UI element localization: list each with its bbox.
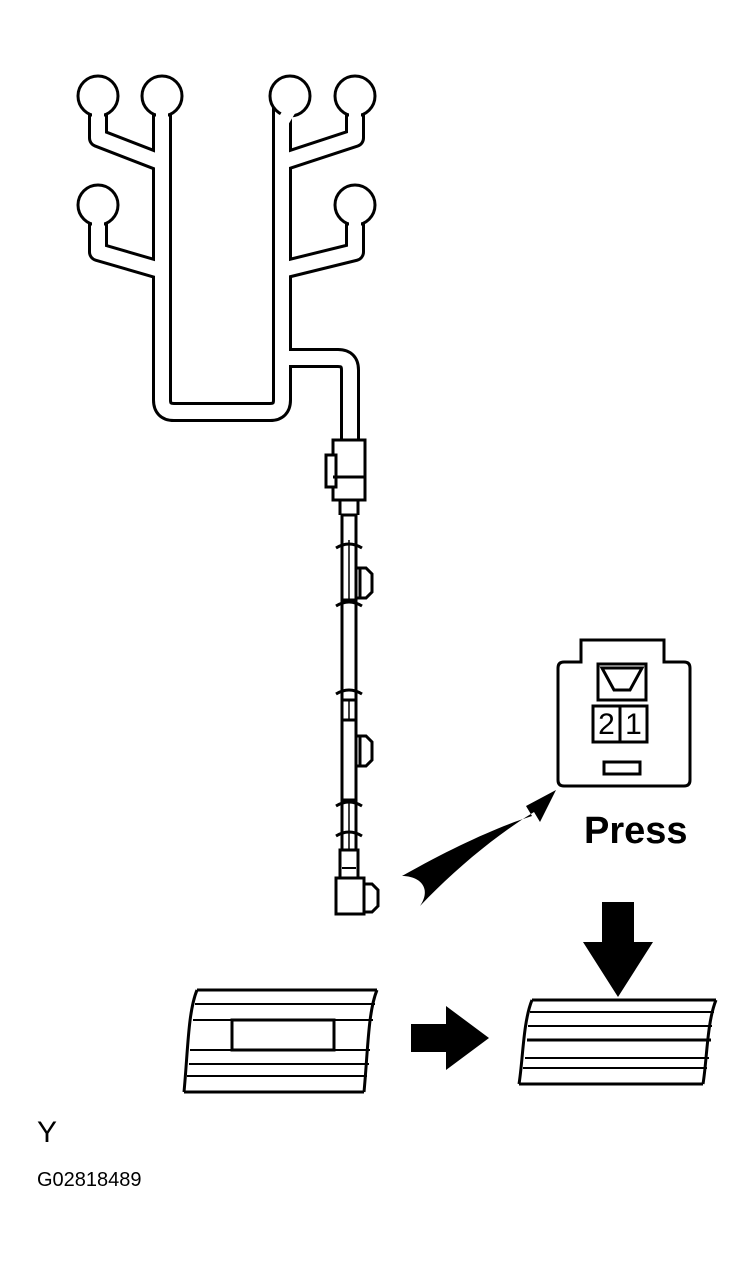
harness-interior xyxy=(91,89,362,447)
protector-after xyxy=(517,998,718,1086)
view-label: Y xyxy=(37,1116,58,1149)
protector-slot xyxy=(230,1018,336,1052)
figure-code: G02818489 xyxy=(37,1169,142,1191)
straight-arrow xyxy=(411,1006,489,1070)
cable-clips xyxy=(354,566,374,768)
sub-cable xyxy=(335,513,363,852)
connector-pin-2: 2 xyxy=(598,708,615,741)
wire-harness xyxy=(88,86,365,450)
connector-face xyxy=(556,638,692,788)
protector-before xyxy=(182,988,379,1094)
sensor-connector xyxy=(334,848,380,916)
press-label: Press xyxy=(584,810,688,852)
press-arrow xyxy=(583,902,653,997)
connector-pin-1: 1 xyxy=(625,708,642,741)
main-connector xyxy=(324,438,367,515)
curved-arrow xyxy=(402,790,556,906)
